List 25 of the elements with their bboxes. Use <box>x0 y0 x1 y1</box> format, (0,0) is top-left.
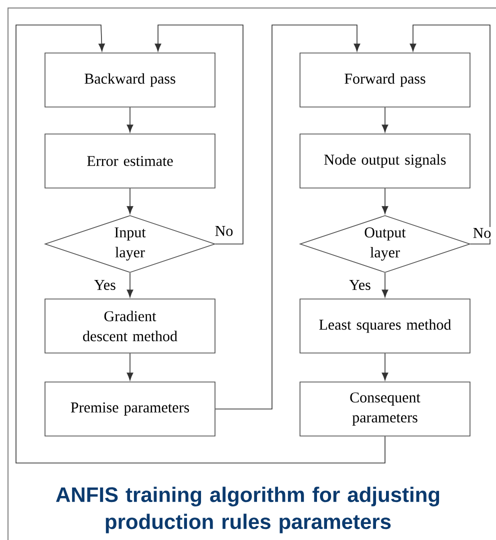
arrow <box>154 24 244 244</box>
arrow <box>16 24 386 464</box>
edge-label: No <box>214 225 234 237</box>
caption: ANFIS training algorithm for adjusting production rules parameters <box>56 486 440 534</box>
arrow <box>126 353 134 380</box>
process-box: Consequent parameters <box>300 382 470 436</box>
process-box: Premise parameters <box>44 382 216 436</box>
edge-label: Yes <box>348 279 372 291</box>
process-box: Error estimate <box>44 134 216 188</box>
arrow <box>382 353 388 380</box>
process-box: Least squares method <box>300 298 470 354</box>
process-box: Gradient descent method <box>44 298 216 354</box>
arrow <box>382 107 388 132</box>
process-box: Backward pass <box>44 52 216 108</box>
arrow <box>215 24 360 410</box>
process-box: Node output signals <box>300 134 470 188</box>
process-box: Forward pass <box>300 52 470 108</box>
edge-label: No <box>472 227 492 239</box>
arrow <box>126 272 134 298</box>
arrow <box>382 272 388 298</box>
edge-label: Yes <box>93 279 117 291</box>
arrow <box>382 188 388 214</box>
arrow <box>126 107 134 132</box>
arrow <box>126 188 134 214</box>
arrow <box>410 24 490 244</box>
